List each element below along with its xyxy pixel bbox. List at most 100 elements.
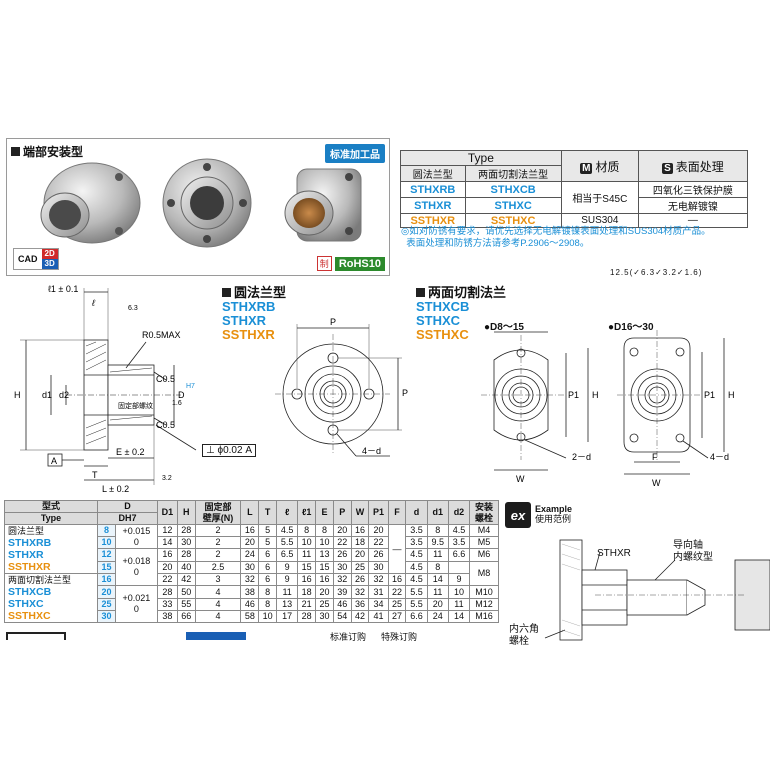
col-header: 安装 螺栓	[469, 500, 499, 525]
cell-hole-d: 5.5	[405, 598, 428, 611]
example-badge: ex	[505, 502, 531, 528]
roughness-legend: 12.5(✓6.3✓3.2✓1.6)	[610, 268, 703, 277]
cell-d2: 6.6	[447, 548, 471, 562]
type-code: SSTHXR	[8, 561, 51, 573]
dim-f: F	[652, 452, 658, 462]
dim-l-total: L ± 0.2	[102, 484, 129, 494]
cell-d: 8	[97, 524, 116, 537]
type-code: STHXR	[8, 549, 44, 561]
chamfer-label: C0.5	[156, 420, 175, 430]
cad-badge[interactable]: CAD 2D 3D	[13, 248, 59, 270]
rohs-label: RoHS10	[334, 256, 385, 271]
series-code: STHXR	[222, 313, 267, 328]
cell-l1: 8	[297, 524, 317, 537]
cell-p: 30	[332, 560, 352, 574]
cell-f: —	[387, 524, 407, 574]
cell-d: 16	[97, 573, 116, 586]
rust-prevention-note: ◎如对防锈有要求，请优先选择无电解镀镍表面处理和SUS304材质产品。 表面处理…	[401, 226, 761, 250]
geometric-tolerance: ⊥ ϕ0.02 A	[202, 444, 257, 457]
cell-e: 20	[315, 585, 334, 599]
dim-l: ℓ	[91, 298, 95, 308]
surface-icon: S	[662, 162, 673, 174]
type-code: STHXRB	[8, 537, 52, 549]
type-code: STHXC	[464, 197, 562, 214]
cell-hole-d: 3.5	[405, 524, 428, 537]
cell-p: 39	[332, 585, 352, 599]
large-size-label: ●D16～30	[608, 322, 654, 333]
cell-f: 25	[387, 598, 407, 611]
cell-d1: 38	[156, 610, 178, 623]
cell-d1: 20	[156, 560, 178, 574]
cell-f: 22	[387, 585, 407, 599]
cell-e: 16	[315, 573, 334, 586]
cell-l1: 16	[297, 573, 317, 586]
chamfer-label: C0.5	[156, 374, 175, 384]
cell-w: 32	[350, 585, 370, 599]
material-value: 相当于S45C	[560, 181, 639, 214]
cell-hole-d: 4.5	[405, 560, 428, 574]
cell-d: 25	[97, 598, 116, 611]
cell-h: 50	[176, 585, 196, 599]
cut-flange-title: 两面切割法兰 STHXCB STHXC SSTHXC	[416, 285, 507, 342]
series-code: STHXCB	[416, 299, 470, 314]
cad-2d-badge[interactable]: 2D	[41, 249, 58, 259]
cell-p1: 32	[368, 573, 389, 586]
hole-label: 2－d	[572, 452, 591, 462]
cell-l: 9	[276, 573, 299, 586]
cell-hole-d: 3.5	[405, 536, 428, 549]
cell-l: 32	[240, 573, 260, 586]
type-code: SSTHXC	[464, 213, 562, 228]
cad-3d-badge[interactable]: 3D	[41, 259, 58, 269]
square-bullet-icon	[11, 147, 20, 156]
cell-t: 8	[258, 585, 278, 599]
dimension-table-wrapper: 型式 D D1 H 固定部 壁厚(N) L T ℓ ℓ1 E P W P1 F …	[3, 500, 499, 623]
dim-p: P	[330, 317, 336, 327]
cell-p: 32	[332, 573, 352, 586]
type-code: STHXCB	[8, 586, 52, 598]
page-reference-link[interactable]: P.2906～2908。	[520, 238, 590, 249]
cell-d1: 14	[426, 573, 449, 586]
cell-h: 30	[176, 536, 196, 549]
cell-d2: 10	[447, 585, 471, 599]
cell-d1: 28	[156, 585, 178, 599]
cut-flange-small-drawing: P P1 H W 2－d	[481, 330, 599, 484]
cell-d1: 8	[426, 560, 449, 574]
cell-p: 20	[332, 524, 352, 537]
col-header: D1	[156, 500, 178, 525]
cell-bolt: M12	[469, 598, 499, 611]
footer-badge	[186, 632, 246, 640]
cell-d1: 12	[156, 524, 178, 537]
product-photos	[40, 158, 362, 248]
col-header: F	[387, 500, 407, 525]
cell-l: 58	[240, 610, 260, 623]
cell-d: 20	[97, 585, 116, 599]
type-code: STHXR	[400, 197, 466, 214]
cell-l: 13	[276, 598, 299, 611]
type-code: STHXRB	[400, 181, 466, 198]
dim-w: W	[516, 474, 525, 484]
col-header: ℓ	[276, 500, 299, 525]
dim-d2: d2	[59, 390, 69, 400]
cell-d1: 9.5	[426, 536, 449, 549]
surface-value: 无电解镀镍	[637, 197, 749, 214]
col-header: 型式	[3, 500, 99, 513]
cell-l: 17	[276, 610, 299, 623]
std-order-label: 标准订购	[330, 632, 367, 642]
note-line: 表面处理和防锈方法请参考P.2906～2908。	[406, 238, 590, 249]
cell-t: 10	[258, 610, 278, 623]
col-header: 固定部 壁厚(N)	[194, 500, 242, 525]
cell-d2: 4.5	[447, 524, 471, 537]
cell-l: 30	[240, 560, 260, 574]
col-header: L	[240, 500, 260, 525]
cell-t: 5	[258, 536, 278, 549]
cell-p1: 20	[368, 524, 389, 537]
col-header: E	[315, 500, 334, 525]
dim-h7: H7	[186, 383, 195, 390]
